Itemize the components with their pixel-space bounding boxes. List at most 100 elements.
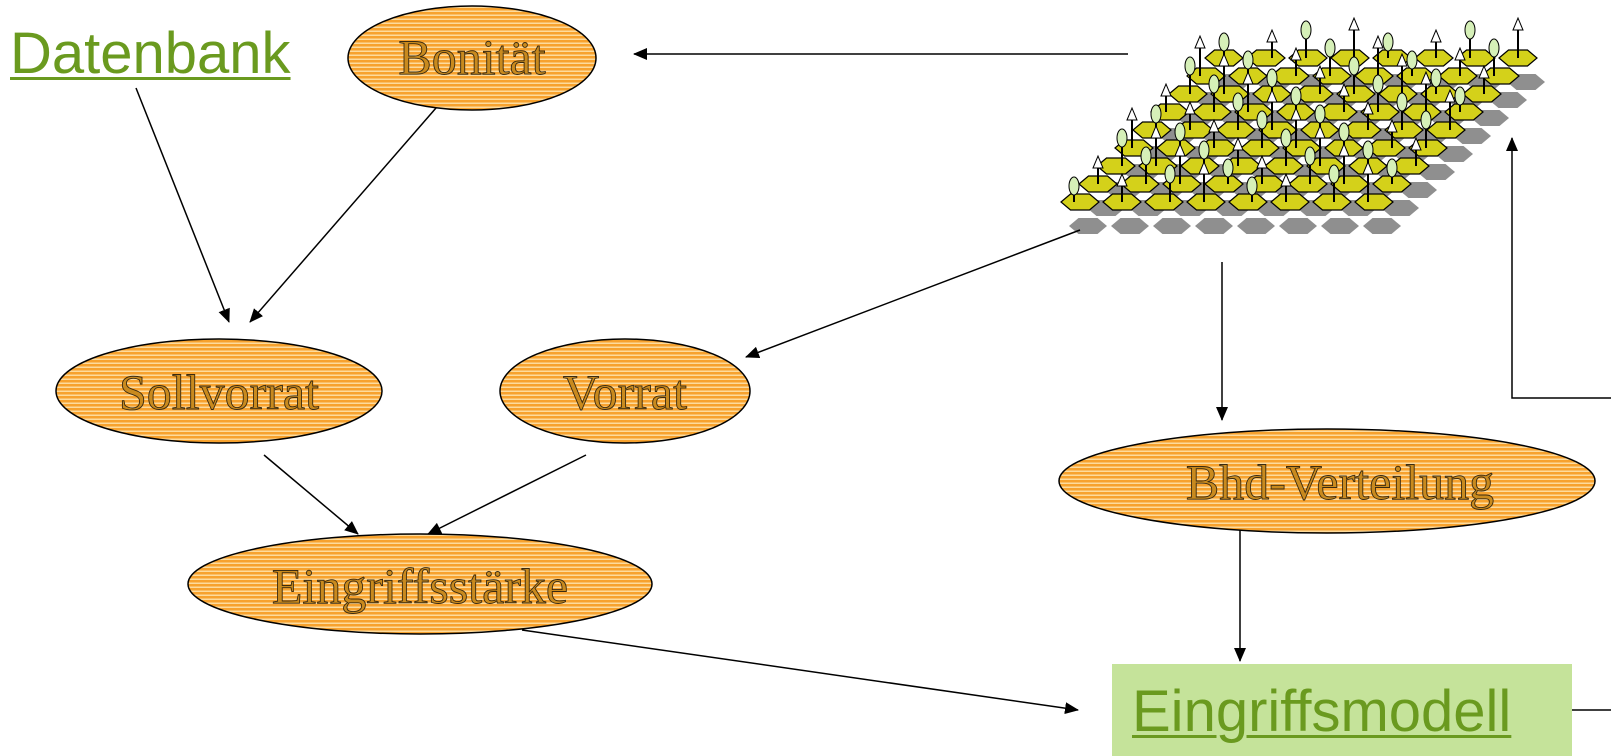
forest-ground-tile — [1096, 157, 1136, 175]
forest-ground-tile — [1378, 85, 1418, 103]
forest-shadow-tile — [1321, 218, 1359, 234]
tree-tip — [1348, 16, 1360, 31]
forest-ground-tile — [1168, 85, 1208, 103]
tree-crown — [1430, 68, 1442, 88]
node-label-eingriffsstaerke: Eingriffsstärke — [272, 558, 568, 614]
forest-ground-tile — [1180, 157, 1220, 175]
tree-crown — [1140, 146, 1152, 166]
forest-ground-tile — [1312, 193, 1352, 211]
node-label-vorrat: Vorrat — [563, 364, 687, 420]
tree-crown — [1164, 164, 1176, 184]
tree-tip — [1266, 88, 1278, 103]
tree-crown — [1222, 158, 1234, 178]
tree-tip — [1280, 172, 1292, 187]
tree-crown — [1464, 20, 1476, 40]
tree-crown — [1420, 110, 1432, 130]
tree-crown — [1198, 140, 1210, 160]
tree-crown — [1386, 158, 1398, 178]
tree-tip — [1232, 136, 1244, 151]
forest-ground-tile — [1318, 103, 1358, 121]
forest-ground-tile — [1480, 67, 1520, 85]
tree-tip — [1160, 82, 1172, 97]
tree-tip — [1290, 106, 1302, 121]
tree-tip — [1116, 172, 1128, 187]
forest-ground-tile — [1438, 67, 1478, 85]
tree-tip — [1478, 64, 1490, 79]
tree-tip — [1256, 154, 1268, 169]
node-vorrat: Vorrat — [499, 338, 751, 444]
forest-ground-tile — [1462, 85, 1502, 103]
tree-tip — [1242, 70, 1254, 85]
tree-tip — [1512, 16, 1524, 31]
tree-tip — [1194, 34, 1206, 49]
tree-crown — [1242, 50, 1254, 70]
tree-crown — [1348, 56, 1360, 76]
eingriffsmodell-link[interactable]: Eingriffsmodell — [1132, 679, 1512, 744]
tree-crown — [1488, 38, 1500, 58]
tree-tip — [1314, 64, 1326, 79]
forest-ground-tile — [1228, 193, 1268, 211]
tree-crown — [1208, 74, 1220, 94]
forest-ground-tile — [1204, 175, 1244, 193]
forest-ground-tile — [1342, 121, 1382, 139]
node-bhd-verteilung: Bhd-Verteilung — [1058, 428, 1596, 534]
tree-tip — [1338, 82, 1350, 97]
tree-crown — [1300, 20, 1312, 40]
tree-tip — [1184, 100, 1196, 115]
forest-shadow-tile — [1237, 218, 1275, 234]
tree-tip — [1198, 160, 1210, 175]
node-bonitaet: Bonität — [347, 5, 597, 111]
tree-crown — [1314, 104, 1326, 124]
tree-crown — [1150, 104, 1162, 124]
tree-crown — [1256, 110, 1268, 130]
tree-crown — [1068, 176, 1080, 196]
forest-ground-tile — [1426, 121, 1466, 139]
forest-ground-tile — [1186, 193, 1226, 211]
arrow-model-feedback-to-forest — [1506, 137, 1611, 399]
tree-tip — [1362, 160, 1374, 175]
tree-tip — [1430, 28, 1442, 43]
tree-crown — [1454, 86, 1466, 106]
tree-tip — [1454, 46, 1466, 61]
forest-ground-tile — [1240, 139, 1280, 157]
forest-ground-tile — [1156, 139, 1196, 157]
forest-ground-tile — [1246, 49, 1286, 67]
forest-shadow-tile — [1153, 218, 1191, 234]
arrow-forest-to-vorrat — [745, 229, 1081, 358]
forest-ground-tile — [1402, 103, 1442, 121]
forest-ground-tile — [1144, 193, 1184, 211]
tree-tip — [1266, 28, 1278, 43]
tree-crown — [1382, 32, 1394, 52]
eingriffsmodell-box — [1112, 664, 1572, 756]
tree-crown — [1174, 122, 1186, 142]
tree-crown — [1372, 74, 1384, 94]
forest-ground-tile — [1390, 157, 1430, 175]
forest-ground-tile — [1060, 193, 1100, 211]
tree-crown — [1304, 146, 1316, 166]
forest-ground-tile — [1354, 193, 1394, 211]
node-eingriffsstaerke: Eingriffsstärke — [187, 533, 653, 635]
tree-crown — [1328, 164, 1340, 184]
tree-tip — [1092, 154, 1104, 169]
tree-tip — [1338, 142, 1350, 157]
tree-crown — [1246, 176, 1258, 196]
tree-crown — [1338, 122, 1350, 142]
forest-ground-tile — [1444, 103, 1484, 121]
tree-crown — [1406, 50, 1418, 70]
tree-crown — [1362, 140, 1374, 160]
forest-shadow-tile — [1195, 218, 1233, 234]
tree-tip — [1372, 34, 1384, 49]
tree-tip — [1386, 118, 1398, 133]
tree-tip — [1174, 142, 1186, 157]
tree-crown — [1116, 128, 1128, 148]
arrow-sollvorrat-to-eingriffsstaerke — [263, 454, 359, 535]
tree-tip — [1362, 100, 1374, 115]
tree-crown — [1290, 86, 1302, 106]
forest-ground-tile — [1288, 175, 1328, 193]
datenbank-link[interactable]: Datenbank — [10, 21, 291, 86]
tree-tip — [1126, 106, 1138, 121]
forest-ground-tile — [1132, 121, 1172, 139]
tree-tip — [1314, 124, 1326, 139]
forest-ground-tile — [1294, 85, 1334, 103]
tree-crown — [1218, 32, 1230, 52]
